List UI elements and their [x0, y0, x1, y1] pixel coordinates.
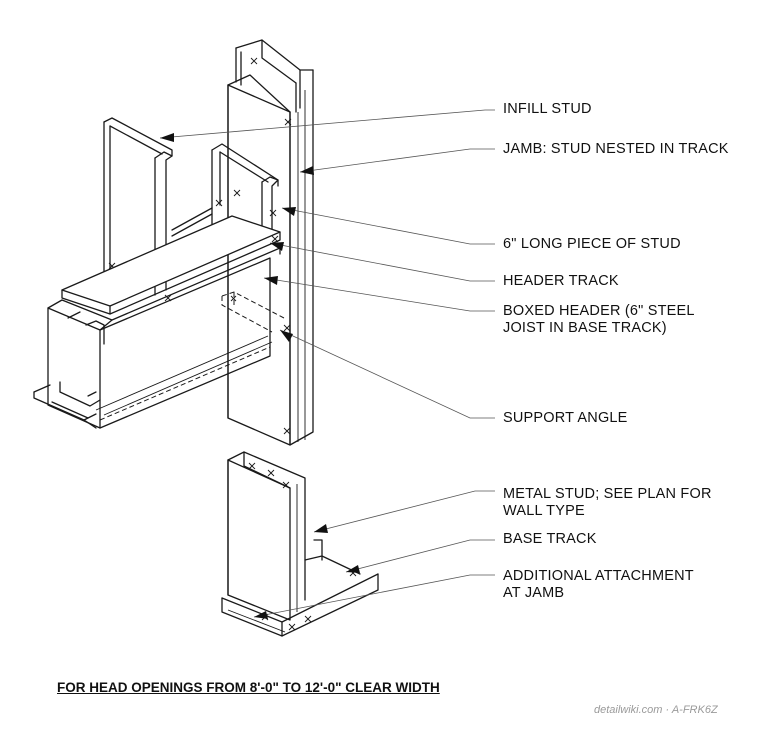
label-base-track: BASE TRACK: [503, 531, 597, 547]
label-piece-of-stud: 6" LONG PIECE OF STUD: [503, 236, 681, 252]
lower-jamb: [227, 451, 306, 621]
boxed-header: [33, 247, 281, 429]
drawing-caption: FOR HEAD OPENINGS FROM 8'-0" TO 12'-0" C…: [57, 680, 440, 695]
label-boxed-header: BOXED HEADER (6" STEEL JOIST IN BASE TRA…: [503, 303, 695, 337]
label-support-angle: SUPPORT ANGLE: [503, 410, 628, 426]
label-boxed-header-line1: BOXED HEADER (6" STEEL: [503, 303, 695, 319]
label-metal-stud-line1: METAL STUD; SEE PLAN FOR: [503, 486, 712, 502]
watermark: detailwiki.com · A-FRK6Z: [594, 704, 718, 716]
infill-stud-left: [103, 117, 173, 296]
label-additional-line1: ADDITIONAL ATTACHMENT: [503, 568, 694, 584]
label-additional-line2: AT JAMB: [503, 585, 565, 601]
base-track: [221, 539, 379, 637]
label-jamb: JAMB: STUD NESTED IN TRACK: [503, 141, 729, 157]
header-track: [61, 215, 281, 315]
label-metal-stud: METAL STUD; SEE PLAN FOR WALL TYPE: [503, 486, 712, 520]
label-boxed-header-line2: JOIST IN BASE TRACK): [503, 320, 667, 336]
leader-lines: [159, 109, 495, 619]
label-infill-stud: INFILL STUD: [503, 101, 592, 117]
label-additional-attachment: ADDITIONAL ATTACHMENT AT JAMB: [503, 568, 694, 602]
label-header-track: HEADER TRACK: [503, 273, 619, 289]
label-metal-stud-line2: WALL TYPE: [503, 503, 585, 519]
support-angle: [99, 291, 285, 421]
